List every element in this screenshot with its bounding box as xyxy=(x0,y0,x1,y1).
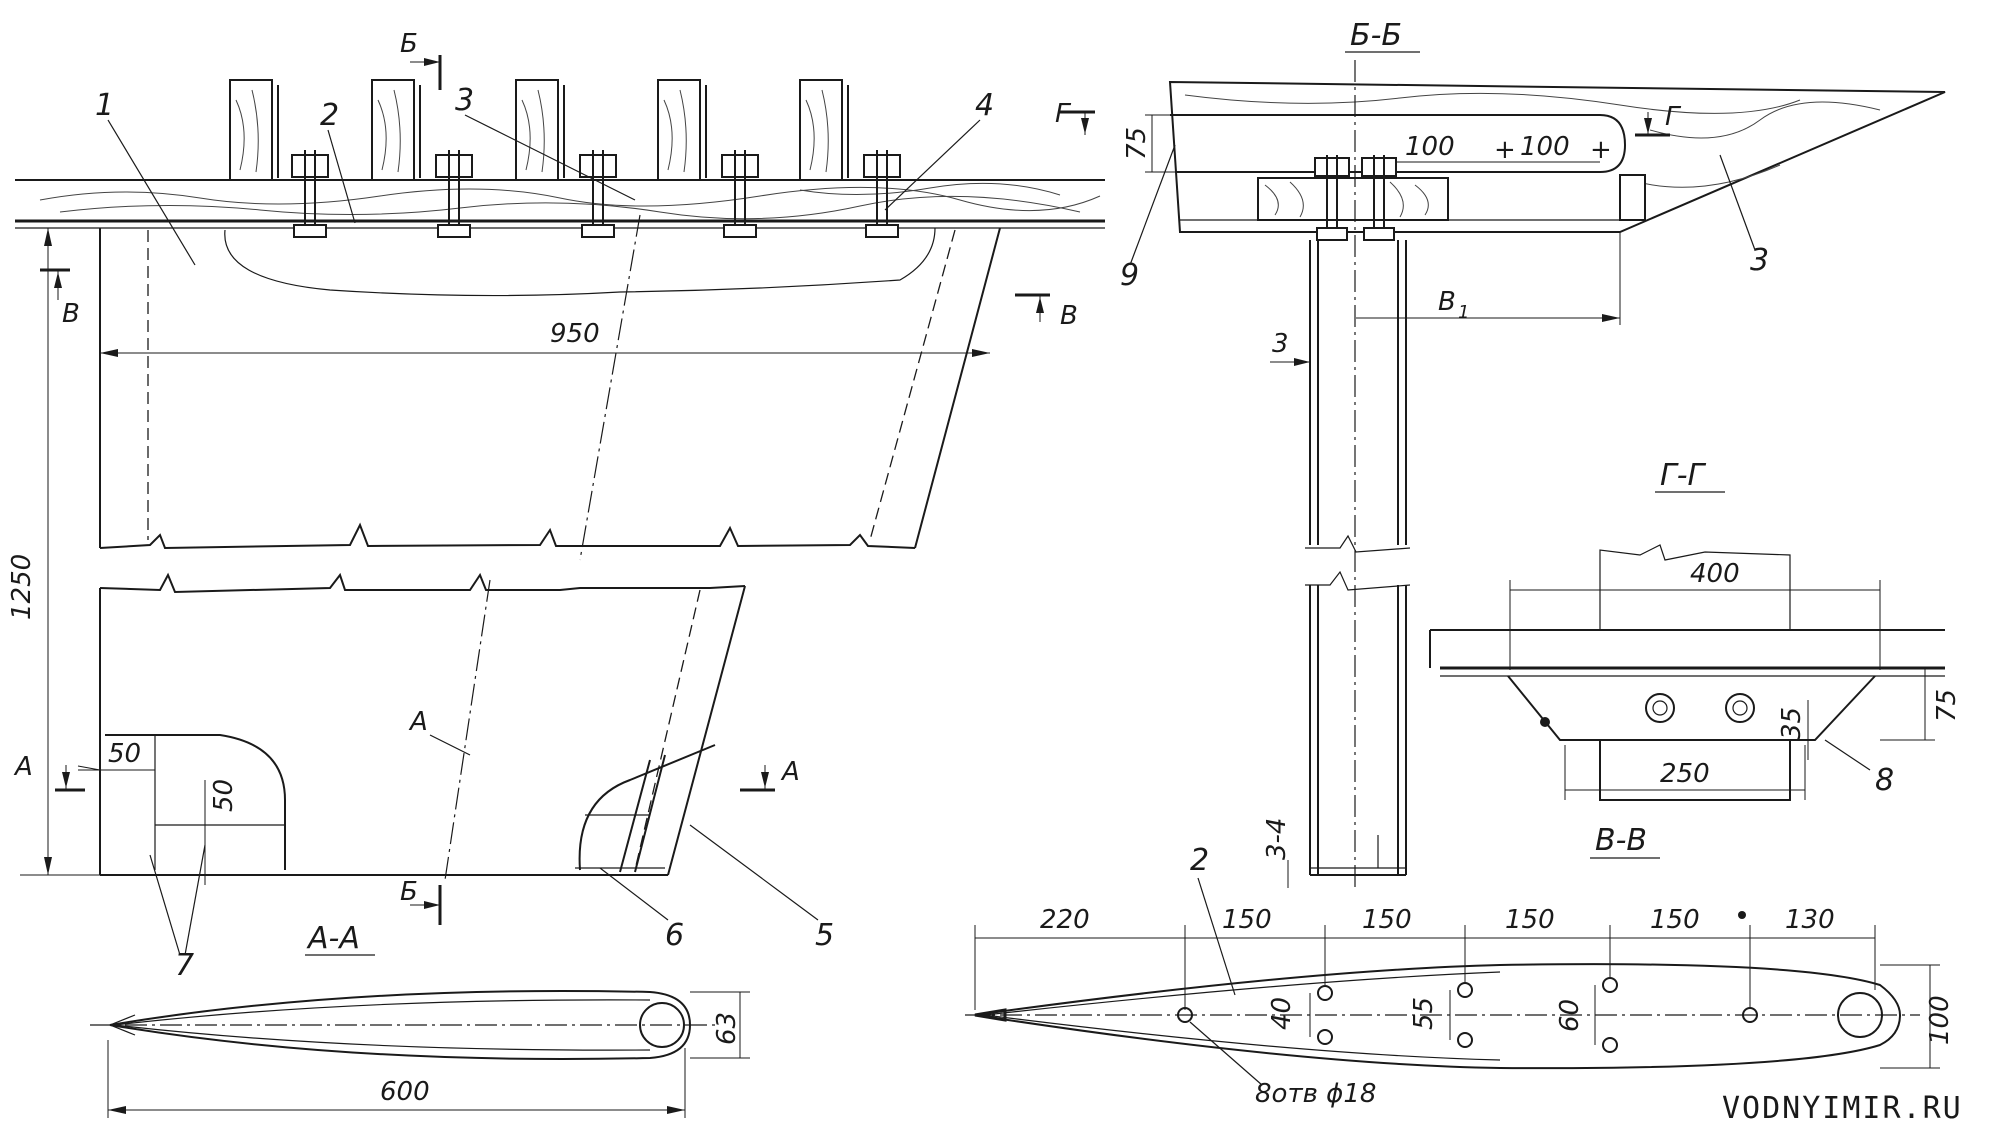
bolt xyxy=(721,150,759,238)
section-g-right: Г xyxy=(1665,102,1682,132)
section-mark-v: В В xyxy=(40,268,1078,331)
watermark: VODNYIMIR.RU xyxy=(1722,1091,1963,1126)
dim-150c-label: 150 xyxy=(1505,905,1555,935)
dim-35-label: 35 xyxy=(1777,707,1807,740)
section-a-right: А xyxy=(780,757,800,787)
callout-5: 5 xyxy=(815,918,834,953)
section-a-left: А xyxy=(13,752,33,782)
deck-plank xyxy=(15,179,1105,229)
stanchions xyxy=(229,79,849,181)
dim-950-label: 950 xyxy=(550,319,600,349)
axis-a-label: А xyxy=(408,707,428,737)
callout-3: 3 xyxy=(455,83,474,118)
svg-text:+: + xyxy=(1494,135,1516,165)
dim-600-label: 600 xyxy=(380,1077,430,1107)
callout-6: 6 xyxy=(665,918,684,953)
dim-34-label: 3-4 xyxy=(1262,818,1292,860)
callout-8: 8 xyxy=(1875,763,1894,798)
dim-950: 950 xyxy=(100,319,990,357)
dim-63-label: 63 xyxy=(712,1012,742,1045)
dim-75b-label: 75 xyxy=(1932,689,1962,722)
bolt xyxy=(291,150,329,238)
section-b-top: Б xyxy=(400,29,418,59)
callout-7: 7 xyxy=(175,948,194,983)
section-gg: Г-Г 400 75 35 250 8 В-В xyxy=(1429,458,1962,859)
section-v-left: В xyxy=(62,299,80,329)
dim-50a-label: 50 xyxy=(108,739,141,769)
section-g-left: Г xyxy=(1055,99,1072,129)
section-vv-title: В-В xyxy=(1595,823,1647,858)
dim-150b-label: 150 xyxy=(1362,905,1412,935)
callout-3b: 3 xyxy=(1750,243,1769,278)
dim-100c-label: 100 xyxy=(1925,995,1955,1045)
dim-50-pair: 50 50 xyxy=(77,739,239,885)
dim-b1-subscript: 1 xyxy=(1458,302,1469,323)
section-gg-title: Г-Г xyxy=(1660,458,1707,493)
dim-75a-label: 75 xyxy=(1122,127,1152,160)
dim-150a-label: 150 xyxy=(1222,905,1272,935)
bolt xyxy=(863,150,901,238)
dim-100b-label: 100 xyxy=(1520,132,1570,162)
holes-note: 8отв ϕ18 xyxy=(1255,1079,1376,1109)
section-mark-a: А А А xyxy=(13,707,800,792)
bottom-plan-view: 220 150 150 150 150 130 40 55 60 100 8от… xyxy=(965,843,1955,1109)
dim-55-label: 55 xyxy=(1409,997,1439,1030)
board-lower-part xyxy=(99,572,746,881)
callout-4: 4 xyxy=(975,88,994,123)
section-mark-b: Б Б xyxy=(400,29,442,925)
bolt xyxy=(579,150,617,238)
board-upper-part xyxy=(99,214,1001,561)
section-v-right: В xyxy=(1060,301,1078,331)
section-bb-title: Б-Б xyxy=(1350,18,1402,53)
callout-9: 9 xyxy=(1120,258,1139,293)
dim-100a-label: 100 xyxy=(1405,132,1455,162)
dim-50b-label: 50 xyxy=(209,779,239,812)
dim-1250-label: 1250 xyxy=(7,554,37,620)
svg-text:+: + xyxy=(1590,135,1612,165)
dim-400-label: 400 xyxy=(1690,559,1740,589)
bolt xyxy=(435,150,473,238)
section-bb: Б-Б 75 xyxy=(1055,18,1946,890)
dim-60-label: 60 xyxy=(1555,999,1585,1032)
dim-250-label: 250 xyxy=(1660,759,1710,789)
dim-220-label: 220 xyxy=(1040,905,1090,935)
main-elevation-view: 950 1250 50 50 В В xyxy=(7,29,1105,983)
callout-2: 2 xyxy=(320,98,339,133)
section-aa-title: А-А xyxy=(306,921,360,956)
section-aa: А-А 63 600 xyxy=(90,921,750,1118)
callout-1: 1 xyxy=(95,88,114,123)
dim-40-label: 40 xyxy=(1267,997,1297,1030)
bolts xyxy=(291,150,901,238)
callout-2b: 2 xyxy=(1190,843,1209,878)
dim-b1-label: B xyxy=(1438,287,1456,317)
callouts-main: 1 2 3 4 5 6 7 xyxy=(95,83,994,983)
section-b-bottom: Б xyxy=(400,877,418,907)
dim-150d-label: 150 xyxy=(1650,905,1700,935)
dim-130-label: 130 xyxy=(1785,905,1835,935)
dim-3-label: 3 xyxy=(1272,329,1289,359)
dim-1250: 1250 xyxy=(7,227,100,876)
